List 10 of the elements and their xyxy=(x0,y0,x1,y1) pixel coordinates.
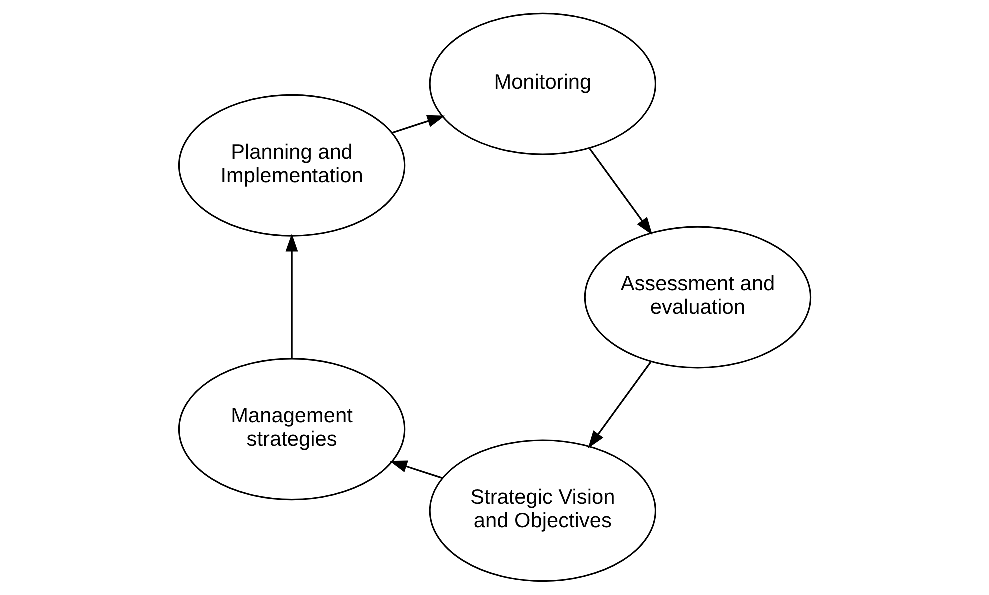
arrow xyxy=(389,460,442,480)
node-ellipse: Planning and Implementation xyxy=(178,94,406,237)
arrow xyxy=(588,148,652,236)
node-ellipse: Monitoring xyxy=(428,12,656,156)
node-ellipse: Management strategies xyxy=(178,358,406,501)
node-ellipse: Strategic Vision and Objectives xyxy=(428,440,656,582)
arrow xyxy=(285,234,298,359)
node-ellipse: Assessment and evaluation xyxy=(584,226,812,369)
arrow xyxy=(392,115,445,134)
arrow xyxy=(588,362,652,449)
